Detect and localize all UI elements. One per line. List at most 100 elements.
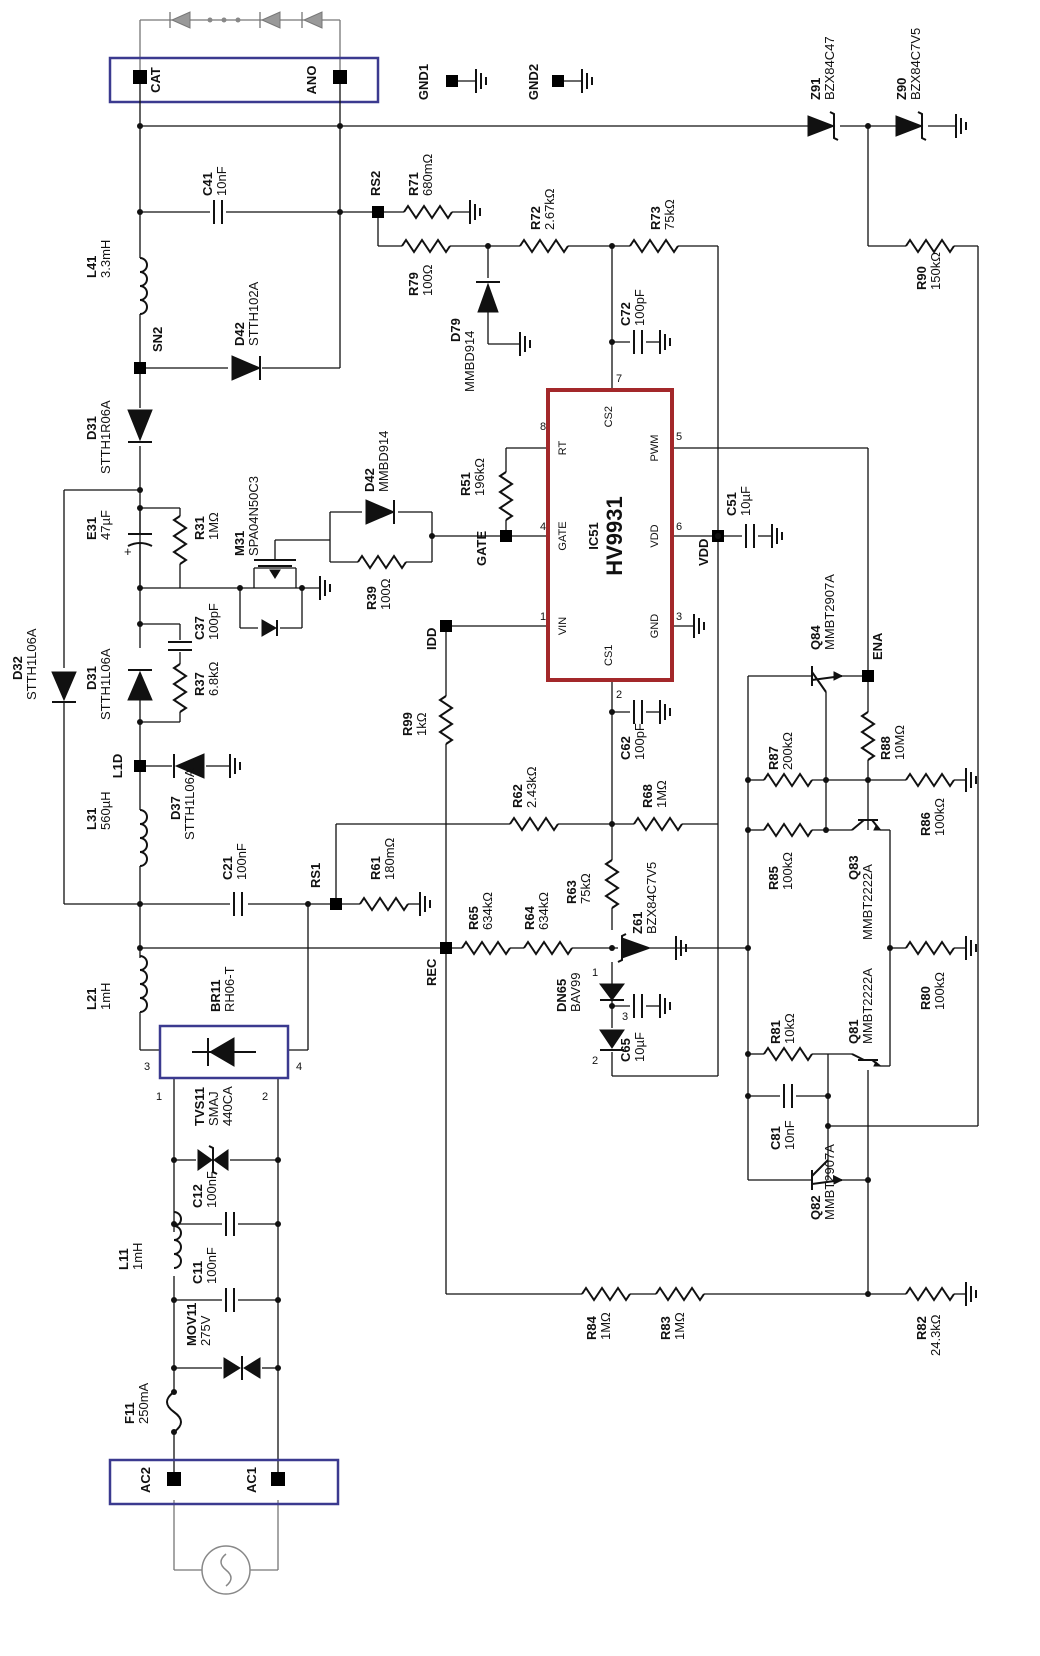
svg-text:RT: RT: [557, 440, 569, 455]
svg-text:R37: R37: [192, 672, 207, 696]
svg-text:C72: C72: [618, 302, 633, 326]
svg-text:R88: R88: [878, 736, 893, 760]
svg-text:L21: L21: [84, 988, 99, 1010]
svg-text:100pF: 100pF: [206, 603, 221, 640]
svg-text:100Ω: 100Ω: [420, 264, 435, 296]
resistor-r37: R37 6.8kΩ: [173, 661, 221, 713]
svg-text:100kΩ: 100kΩ: [780, 852, 795, 890]
node-gnd2: GND2: [526, 64, 541, 100]
resistor-r62: R62 2.43kΩ: [509, 766, 559, 831]
svg-text:8: 8: [540, 421, 546, 433]
resistor-r68: R68 1MΩ: [633, 780, 683, 831]
inductor-l41: L41 3.3mH: [84, 240, 148, 315]
svg-text:MMBT2222A: MMBT2222A: [860, 968, 875, 1044]
diode-d31-bottom: D31 STTH1L06A: [84, 648, 153, 720]
resistor-r84: R84 1MΩ: [581, 1287, 631, 1340]
svg-text:2.67kΩ: 2.67kΩ: [542, 188, 557, 230]
input-connector: AC2 AC1: [108, 1458, 340, 1506]
capacitor-c81: C81 10nF: [768, 1083, 797, 1150]
svg-text:D31: D31: [84, 416, 99, 440]
svg-text:C12: C12: [190, 1184, 205, 1208]
svg-text:R83: R83: [658, 1316, 673, 1340]
svg-text:1: 1: [540, 611, 546, 623]
svg-text:Q83: Q83: [846, 855, 861, 880]
svg-text:R31: R31: [192, 516, 207, 540]
svg-text:1: 1: [592, 967, 598, 979]
svg-text:F11: F11: [122, 1402, 137, 1424]
svg-text:Z90: Z90: [894, 78, 909, 100]
svg-text:C62: C62: [618, 736, 633, 760]
svg-text:196kΩ: 196kΩ: [472, 458, 487, 496]
svg-text:3: 3: [622, 1011, 628, 1023]
svg-text:R63: R63: [564, 880, 579, 904]
transistor-q81: Q81 MMBT2222A: [846, 968, 882, 1067]
svg-text:MMBT2222A: MMBT2222A: [860, 864, 875, 940]
svg-text:100kΩ: 100kΩ: [932, 972, 947, 1010]
led-string: [139, 11, 341, 70]
inductor-l11: L11 1mH: [116, 1211, 182, 1270]
node-ano: ANO: [304, 66, 319, 95]
svg-text:2.43kΩ: 2.43kΩ: [524, 766, 539, 808]
svg-text:2: 2: [616, 689, 622, 701]
svg-text:7: 7: [616, 373, 622, 385]
transistor-q83: Q83 MMBT2222A: [846, 819, 882, 940]
svg-text:1MΩ: 1MΩ: [206, 512, 221, 540]
capacitor-c65: C65 10µF: [618, 993, 671, 1062]
svg-text:D32: D32: [10, 656, 25, 680]
svg-text:4: 4: [540, 521, 546, 533]
zener-z61: Z61 BZX84C7V5: [617, 862, 687, 963]
node-gate: GATE: [474, 531, 489, 566]
capacitor-c21: C21 100nF: [220, 843, 249, 917]
svg-text:3: 3: [676, 611, 682, 623]
svg-text:634kΩ: 634kΩ: [480, 892, 495, 930]
mosfet-m31: M31 SPA04N50C3: [232, 476, 331, 637]
zener-z90: Z90 BZX84C7V5: [894, 28, 967, 141]
svg-text:1MΩ: 1MΩ: [672, 1312, 687, 1340]
svg-text:R79: R79: [406, 272, 421, 296]
svg-text:R68: R68: [640, 784, 655, 808]
svg-text:L11: L11: [116, 1248, 131, 1270]
svg-text:C37: C37: [192, 616, 207, 640]
svg-text:MMBD914: MMBD914: [462, 331, 477, 392]
resistor-r51: R51 196kΩ: [458, 458, 513, 521]
svg-text:1kΩ: 1kΩ: [414, 712, 429, 736]
svg-text:10MΩ: 10MΩ: [892, 725, 907, 760]
resistor-r99: R99 1kΩ: [400, 695, 453, 745]
svg-text:75kΩ: 75kΩ: [662, 199, 677, 230]
svg-text:R64: R64: [522, 905, 537, 930]
svg-text:180mΩ: 180mΩ: [382, 837, 397, 880]
varistor-mov11: MOV11 275V: [184, 1303, 261, 1380]
svg-text:1mH: 1mH: [98, 983, 113, 1010]
resistor-r82: R82 24.3kΩ: [905, 1281, 977, 1356]
svg-text:D31: D31: [84, 666, 99, 690]
capacitor-c37: C37 100pF: [167, 603, 221, 651]
transistor-q84: Q84 MMBT2907A: [808, 574, 844, 693]
svg-text:C21: C21: [220, 856, 235, 880]
resistor-r72: R72 2.67kΩ: [519, 188, 569, 253]
svg-text:TVS11: TVS11: [192, 1087, 207, 1126]
svg-text:STTH1L06A: STTH1L06A: [182, 768, 197, 840]
diode-d32: D32 STTH1L06A: [10, 628, 77, 703]
diode-d42-sn2: D42 STTH102A: [231, 281, 262, 381]
svg-text:BAV99: BAV99: [568, 972, 583, 1012]
capacitor-c11: C11 100nF: [190, 1247, 235, 1313]
svg-text:100pF: 100pF: [632, 723, 647, 760]
svg-text:3.3mH: 3.3mH: [98, 240, 113, 278]
svg-text:C41: C41: [200, 172, 215, 196]
svg-text:HV9931: HV9931: [602, 496, 627, 576]
resistor-r73: R73 75kΩ: [629, 199, 679, 253]
svg-text:1MΩ: 1MΩ: [598, 1312, 613, 1340]
svg-text:560µH: 560µH: [98, 791, 113, 830]
svg-text:10nF: 10nF: [214, 166, 229, 196]
node-ac1: AC1: [244, 1467, 259, 1493]
bridge-br11: BR11 RH06-T 3 4 1 2: [144, 966, 302, 1103]
svg-text:6: 6: [676, 521, 682, 533]
svg-text:R81: R81: [768, 1020, 783, 1044]
capacitor-c62: C62 100pF: [618, 699, 671, 760]
diode-d42-gate: D42 MMBD914: [362, 431, 396, 525]
resistor-r71: R71 680mΩ: [403, 153, 481, 225]
svg-text:RH06-T: RH06-T: [222, 966, 237, 1012]
svg-text:100kΩ: 100kΩ: [932, 798, 947, 836]
svg-text:100pF: 100pF: [632, 289, 647, 326]
svg-text:R82: R82: [914, 1316, 929, 1340]
